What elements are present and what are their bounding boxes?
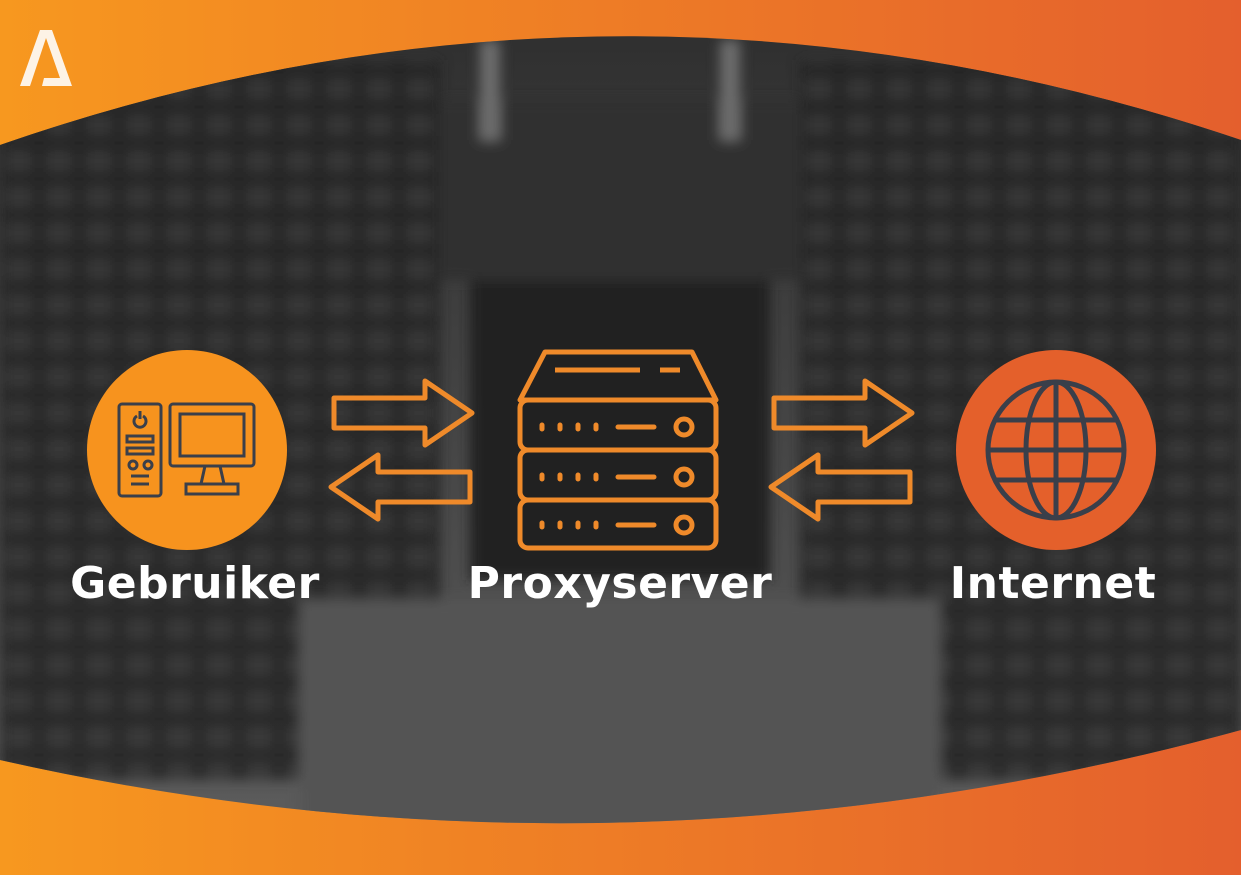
arrow-left-icon	[768, 452, 913, 522]
computer-icon	[87, 350, 287, 550]
node-label-user: Gebruiker	[70, 558, 320, 609]
arrow-right-icon	[331, 378, 475, 448]
server-icon	[517, 349, 719, 551]
arrows-proxy-internet	[768, 378, 915, 522]
node-label-internet: Internet	[949, 558, 1157, 609]
logo-icon	[20, 30, 72, 86]
node-label-proxy: Proxyserver	[467, 558, 773, 609]
arrow-right-icon	[771, 378, 915, 448]
globe-icon	[956, 350, 1156, 550]
arrows-user-proxy	[328, 378, 475, 522]
arrow-left-icon	[328, 452, 473, 522]
